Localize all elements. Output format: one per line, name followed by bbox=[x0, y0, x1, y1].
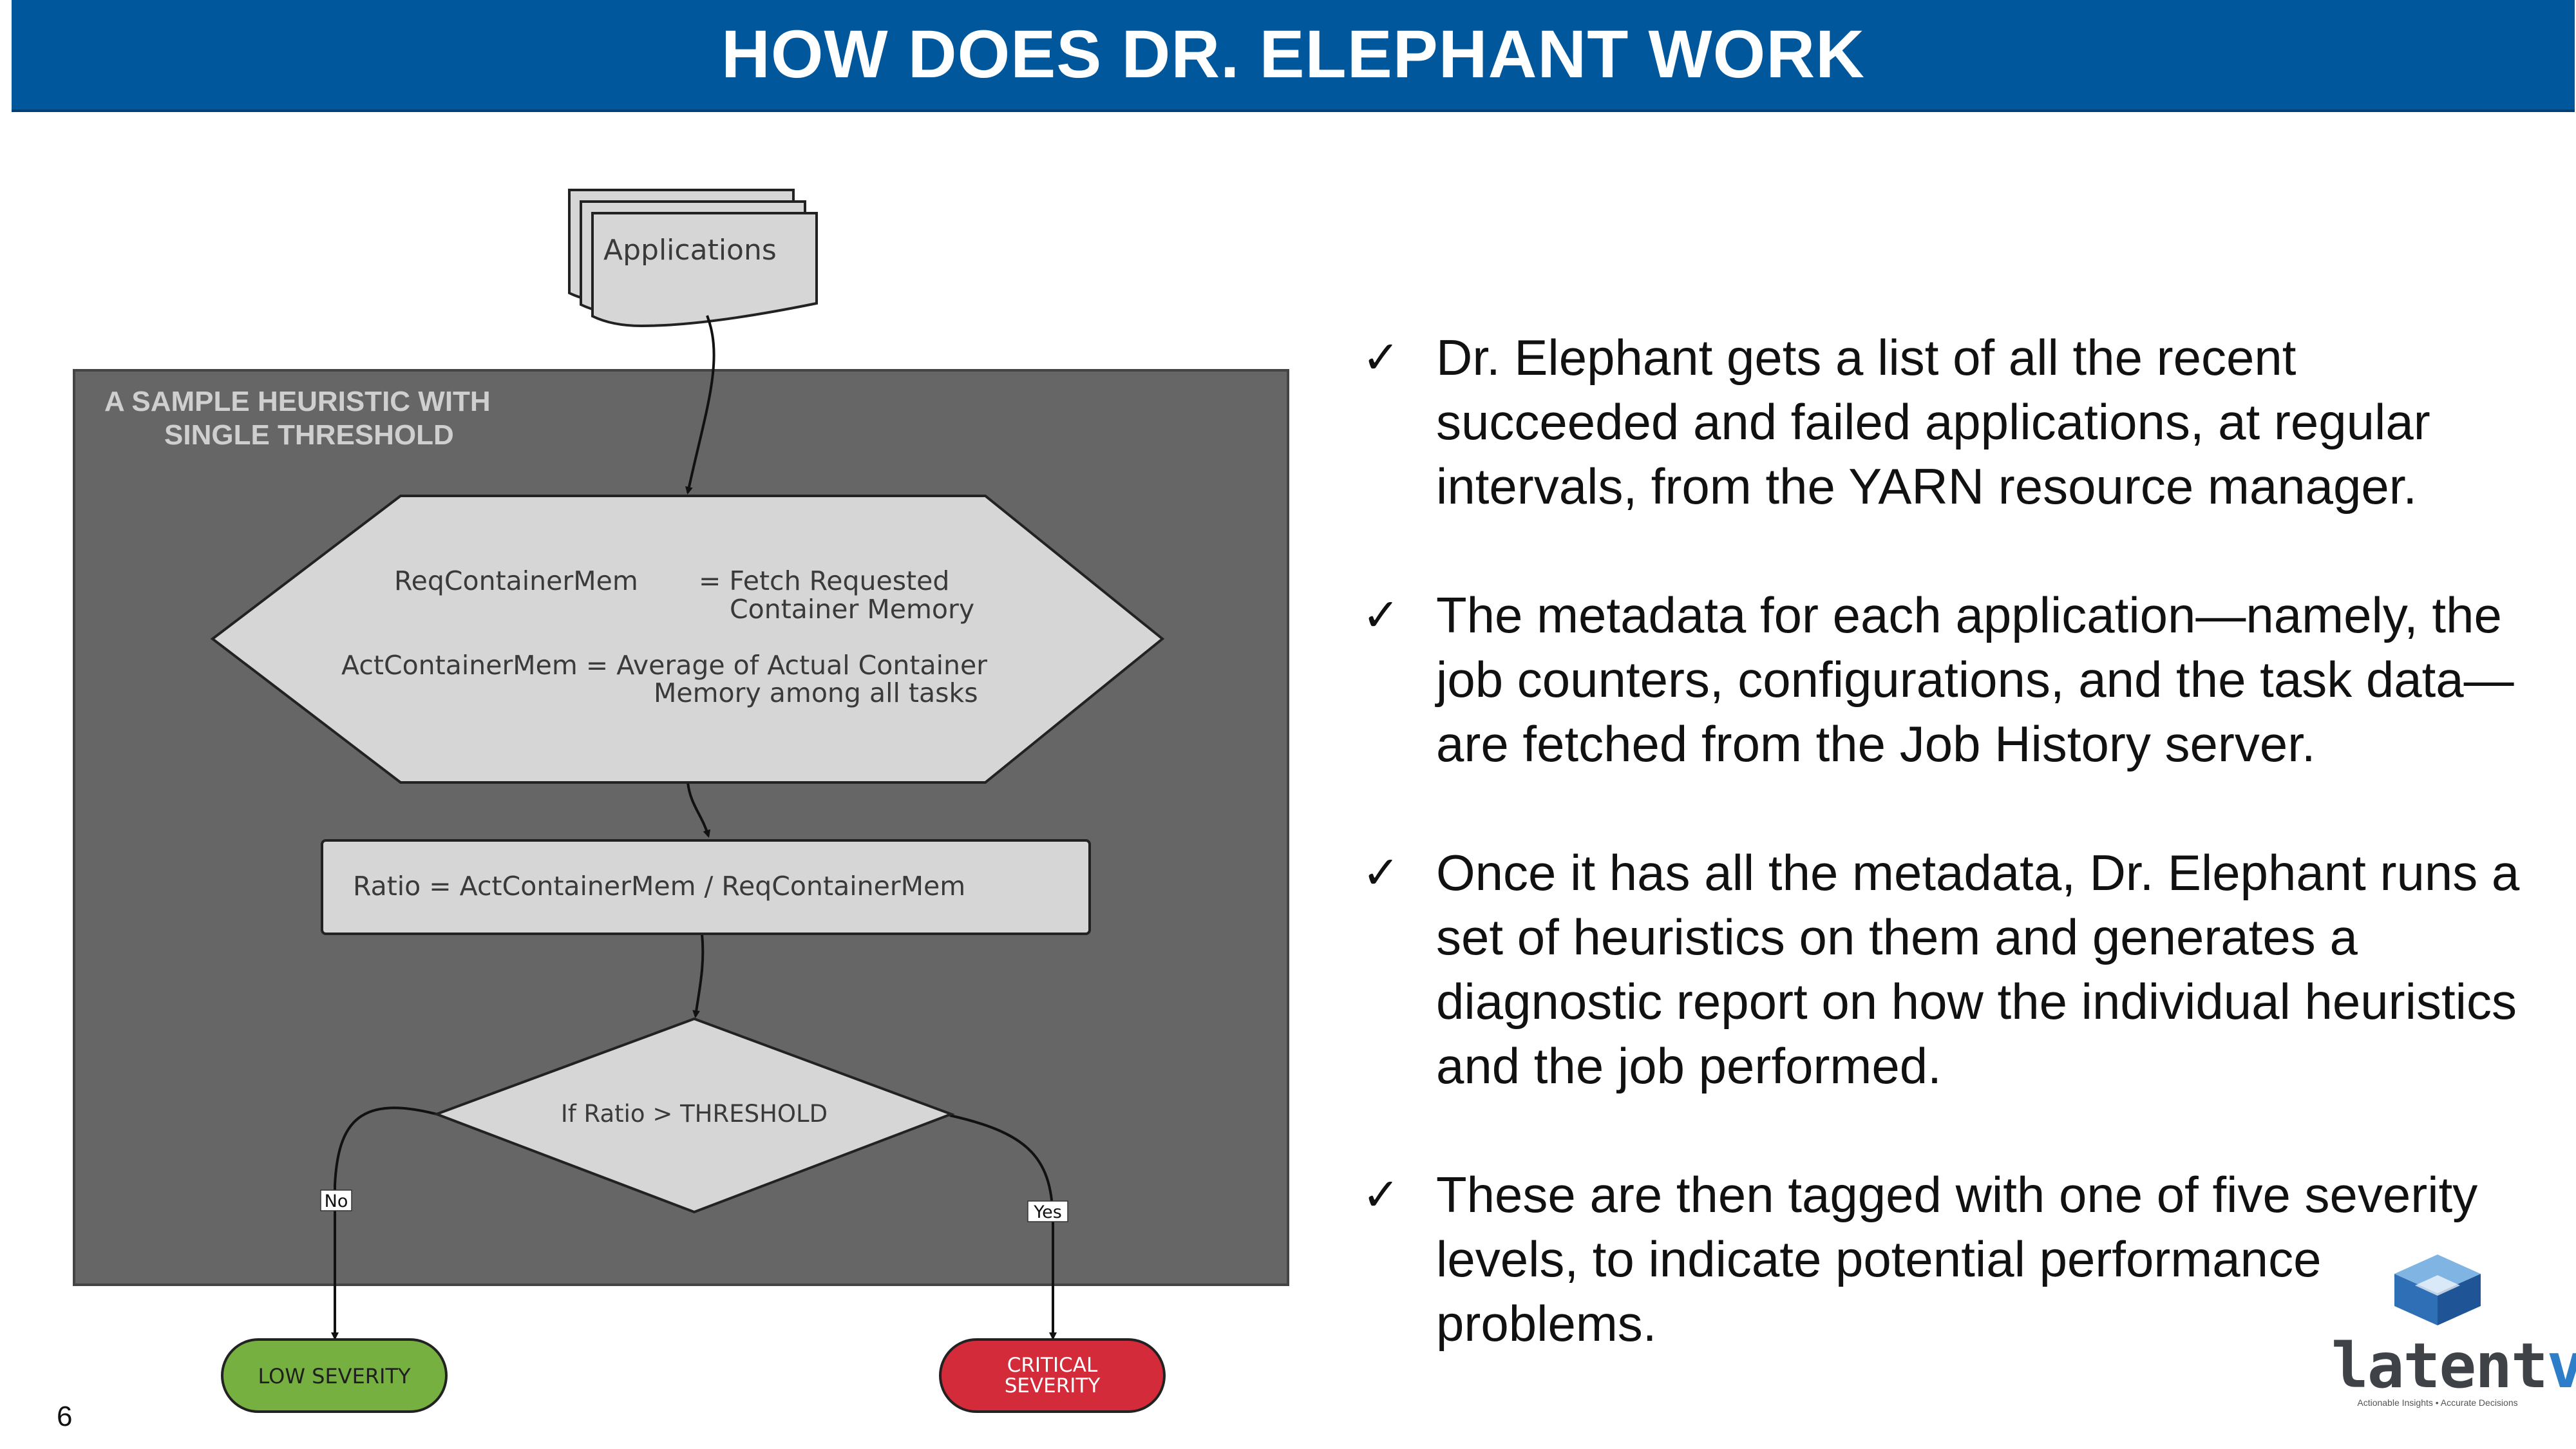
bullet-text: Dr. Elephant gets a list of all the rece… bbox=[1436, 329, 2430, 515]
logo-wordmark-accent: view bbox=[2546, 1330, 2576, 1402]
yes-label: Yes bbox=[1033, 1202, 1062, 1222]
panel-heading-line1: A SAMPLE HEURISTIC WITH bbox=[104, 386, 491, 417]
bullet-item: ✓ Once it has all the metadata, Dr. Eleph… bbox=[1362, 840, 2521, 1098]
check-mark-icon: ✓ bbox=[1362, 589, 1400, 641]
hexagon-line1-left: ReqContainerMem bbox=[394, 565, 638, 596]
bullet-text: These are then tagged with one of five s… bbox=[1436, 1166, 2478, 1352]
hexagon-line4: Memory among all tasks bbox=[654, 677, 978, 708]
threshold-decision: If Ratio > THRESHOLD bbox=[433, 1017, 955, 1214]
low-severity-label: LOW SEVERITY bbox=[258, 1364, 411, 1388]
bullet-item: ✓ The metadata for each application—namel… bbox=[1362, 583, 2521, 776]
low-severity-terminal: LOW SEVERITY bbox=[221, 1338, 448, 1413]
hexagon-line3: ActContainerMem = Average of Actual Cont… bbox=[341, 650, 987, 681]
ratio-box: Ratio = ActContainerMem / ReqContainerMe… bbox=[321, 839, 1091, 935]
bullet-item: ✓ Dr. Elephant gets a list of all the rec… bbox=[1362, 325, 2521, 518]
slide-title: HOW DOES DR. ELEPHANT WORK bbox=[721, 17, 1865, 92]
flowchart: A SAMPLE HEURISTIC WITH SINGLE THRESHOLD… bbox=[73, 189, 1289, 1413]
bullet-item: ✓ These are then tagged with one of five … bbox=[1362, 1162, 2521, 1356]
no-tag: No bbox=[320, 1189, 352, 1211]
logo-wordmark: latentview bbox=[2331, 1330, 2576, 1402]
no-label: No bbox=[325, 1191, 348, 1211]
slide-header: HOW DOES DR. ELEPHANT WORK bbox=[12, 0, 2575, 112]
bullet-text: Once it has all the metadata, Dr. Elepha… bbox=[1436, 844, 2520, 1094]
applications-node: Applications bbox=[568, 189, 818, 328]
bullet-list: ✓ Dr. Elephant gets a list of all the rec… bbox=[1362, 325, 2521, 1420]
connector-hexagon-to-ratio bbox=[687, 782, 711, 838]
hexagon-line1-right: = Fetch Requested bbox=[699, 565, 949, 596]
logo-cube-icon bbox=[2394, 1255, 2481, 1325]
ratio-label: Ratio = ActContainerMem / ReqContainerMe… bbox=[353, 871, 965, 902]
page-number: 6 bbox=[57, 1401, 73, 1432]
hexagon-line2: Container Memory bbox=[730, 594, 974, 625]
connector-decision-no bbox=[331, 1106, 437, 1340]
connector-ratio-to-decision bbox=[692, 933, 705, 1018]
check-mark-icon: ✓ bbox=[1362, 846, 1400, 899]
applications-label: Applications bbox=[603, 234, 777, 267]
check-mark-icon: ✓ bbox=[1362, 331, 1400, 384]
yes-tag: Yes bbox=[1027, 1200, 1068, 1222]
decision-label: If Ratio > THRESHOLD bbox=[561, 1100, 828, 1128]
latentview-logo: latentview Actionable Insights • Accurat… bbox=[2331, 1249, 2576, 1417]
critical-label-line1: CRITICAL bbox=[1007, 1354, 1098, 1377]
bullet-text: The metadata for each application—namely… bbox=[1436, 587, 2514, 772]
critical-severity-terminal: CRITICAL SEVERITY bbox=[939, 1338, 1166, 1413]
logo-tagline: Actionable Insights • Accurate Decisions bbox=[2357, 1397, 2518, 1408]
critical-label-line2: SEVERITY bbox=[1005, 1374, 1101, 1397]
check-mark-icon: ✓ bbox=[1362, 1168, 1400, 1221]
panel-heading-line2: SINGLE THRESHOLD bbox=[164, 419, 454, 451]
connector-applications-to-hexagon bbox=[685, 315, 715, 495]
logo-wordmark-main: latent bbox=[2331, 1330, 2548, 1402]
fetch-memory-hexagon: ReqContainerMem = Fetch Requested Contai… bbox=[210, 495, 1165, 784]
